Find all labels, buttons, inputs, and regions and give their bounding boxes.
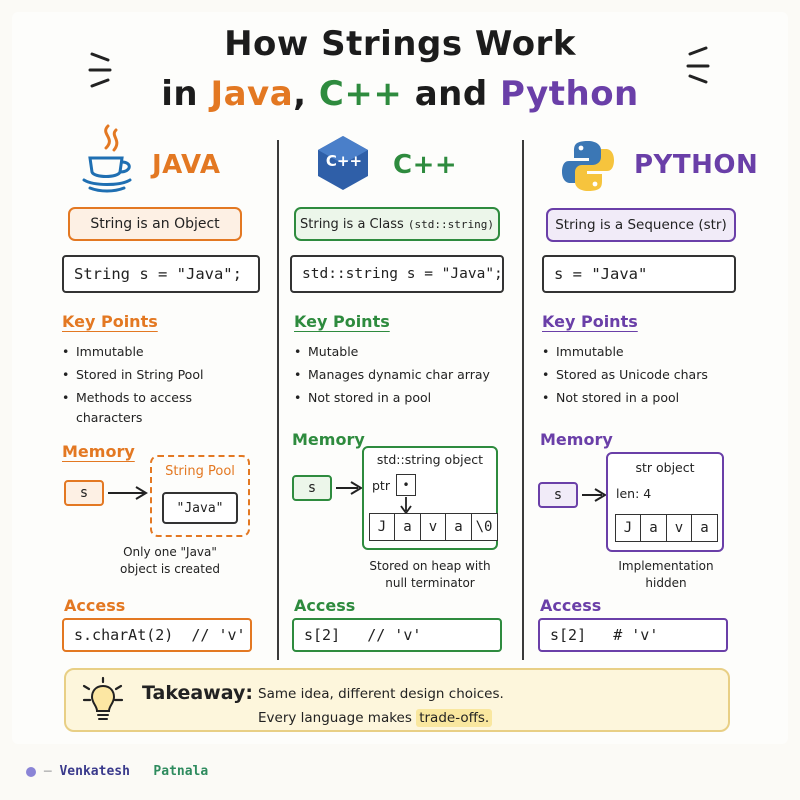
python-char-array: J a v a bbox=[614, 514, 718, 542]
takeaway-label: Takeaway: bbox=[142, 682, 253, 704]
python-access-code: s[2] # 'v' bbox=[538, 618, 728, 652]
java-arrow-icon bbox=[108, 486, 148, 500]
array-cell: v bbox=[419, 513, 447, 541]
title-line-2: in Java, C++ and Python bbox=[0, 74, 800, 114]
python-object-label: str object bbox=[635, 460, 695, 475]
takeaway-highlight: trade-offs. bbox=[416, 709, 493, 727]
array-cell: J bbox=[614, 514, 642, 542]
list-item: Stored as Unicode chars bbox=[542, 363, 708, 386]
python-tag: String is a Sequence (str) bbox=[546, 208, 736, 242]
list-item: Stored in String Pool bbox=[62, 363, 203, 386]
cpp-access-code: s[2] // 'v' bbox=[292, 618, 502, 652]
cpp-tag-code: (std::string) bbox=[407, 217, 494, 231]
author-footer: – Venkatesh Patnala bbox=[26, 764, 208, 779]
cpp-tag-text: String is a Class bbox=[300, 216, 404, 232]
java-var-box: s bbox=[64, 480, 104, 506]
title-comma: , bbox=[293, 74, 307, 114]
python-memory-heading: Memory bbox=[540, 430, 613, 449]
array-cell: a bbox=[691, 514, 718, 542]
array-cell: v bbox=[665, 514, 693, 542]
cpp-caption-line-1: Stored on heap with bbox=[369, 559, 491, 573]
java-pool-label: String Pool bbox=[165, 464, 235, 479]
java-memory-heading: Memory bbox=[62, 442, 135, 461]
cpp-memory-caption: Stored on heap with null terminator bbox=[350, 558, 510, 592]
list-item: Immutable bbox=[62, 340, 203, 363]
java-caption-line-1: Only one "Java" bbox=[123, 545, 217, 559]
cpp-bullets: Mutable Manages dynamic char array Not s… bbox=[294, 340, 490, 409]
cpp-hexagon-logo-icon bbox=[318, 136, 368, 190]
python-access-heading: Access bbox=[540, 596, 602, 615]
python-code: s = "Java" bbox=[542, 255, 736, 293]
java-tag: String is an Object bbox=[68, 207, 242, 241]
takeaway-line-2-prefix: Every language makes bbox=[258, 710, 412, 726]
java-pool-value: "Java" bbox=[162, 492, 238, 524]
title-cpp: C++ bbox=[318, 74, 403, 114]
sparkle-right-icon bbox=[686, 46, 710, 84]
cpp-tag: String is a Class (std::string) bbox=[294, 207, 500, 241]
java-key-points-heading: Key Points bbox=[62, 312, 158, 331]
array-cell: a bbox=[640, 514, 667, 542]
cpp-object-label: std::string object bbox=[376, 452, 484, 467]
list-item: Methods to access bbox=[62, 386, 203, 409]
cpp-ptr-cell: • bbox=[396, 474, 416, 496]
java-memory-caption: Only one "Java" object is created bbox=[100, 544, 240, 578]
cpp-name: C++ bbox=[393, 150, 458, 180]
column-divider-2 bbox=[522, 140, 524, 660]
list-item: Mutable bbox=[294, 340, 490, 363]
python-key-points-heading: Key Points bbox=[542, 312, 638, 331]
array-cell: \0 bbox=[470, 513, 498, 541]
python-caption-line-1: Implementation bbox=[618, 559, 714, 573]
java-caption-line-2: object is created bbox=[120, 562, 220, 576]
title-in: in bbox=[161, 74, 199, 114]
author-first-name: Venkatesh bbox=[59, 764, 130, 779]
java-bullet-continuation: characters bbox=[76, 410, 143, 425]
sparkle-left-icon bbox=[88, 52, 112, 88]
list-item: Not stored in a pool bbox=[294, 386, 490, 409]
python-var-box: s bbox=[538, 482, 578, 508]
title-line-1: How Strings Work bbox=[224, 24, 576, 64]
python-len-label: len: 4 bbox=[616, 486, 652, 501]
title-java: Java bbox=[210, 74, 294, 114]
java-bullets: Immutable Stored in String Pool Methods … bbox=[62, 340, 203, 409]
python-arrow-icon bbox=[582, 488, 607, 502]
cpp-memory-heading: Memory bbox=[292, 430, 365, 449]
takeaway-box bbox=[64, 668, 730, 732]
takeaway-line-2: Every language makes trade-offs. bbox=[258, 706, 504, 730]
title-and: and bbox=[414, 74, 488, 114]
cpp-access-heading: Access bbox=[294, 596, 356, 615]
title-python: Python bbox=[500, 74, 639, 114]
list-item: Manages dynamic char array bbox=[294, 363, 490, 386]
array-cell: a bbox=[394, 513, 421, 541]
list-item: Immutable bbox=[542, 340, 708, 363]
array-cell: a bbox=[445, 513, 472, 541]
java-access-code: s.charAt(2) // 'v' bbox=[62, 618, 252, 652]
cpp-char-array: J a v a \0 bbox=[368, 513, 498, 541]
python-name: PYTHON bbox=[634, 150, 759, 180]
cpp-arrow-icon bbox=[336, 481, 363, 495]
cpp-caption-line-2: null terminator bbox=[385, 576, 475, 590]
java-code: String s = "Java"; bbox=[62, 255, 260, 293]
python-bullets: Immutable Stored as Unicode chars Not st… bbox=[542, 340, 708, 409]
author-last-name: Patnala bbox=[153, 764, 209, 779]
python-logo-icon bbox=[562, 141, 614, 191]
cpp-ptr-label: ptr bbox=[372, 478, 390, 493]
author-dot-icon bbox=[26, 766, 36, 777]
python-memory-caption: Implementation hidden bbox=[596, 558, 736, 592]
cpp-var-box: s bbox=[292, 475, 332, 501]
array-cell: J bbox=[368, 513, 396, 541]
takeaway-text: Same idea, different design choices. Eve… bbox=[258, 682, 504, 730]
cpp-key-points-heading: Key Points bbox=[294, 312, 390, 331]
list-item: Not stored in a pool bbox=[542, 386, 708, 409]
column-divider-1 bbox=[277, 140, 279, 660]
java-string-pool bbox=[150, 455, 250, 537]
lightbulb-icon bbox=[82, 676, 124, 720]
java-name: JAVA bbox=[152, 150, 221, 180]
takeaway-line-1: Same idea, different design choices. bbox=[258, 686, 504, 702]
cpp-code: std::string s = "Java"; bbox=[290, 255, 504, 293]
cpp-logo-text: C++ bbox=[325, 152, 363, 170]
java-access-heading: Access bbox=[64, 596, 126, 615]
java-coffee-cup-icon bbox=[82, 124, 132, 193]
python-caption-line-2: hidden bbox=[645, 576, 687, 590]
